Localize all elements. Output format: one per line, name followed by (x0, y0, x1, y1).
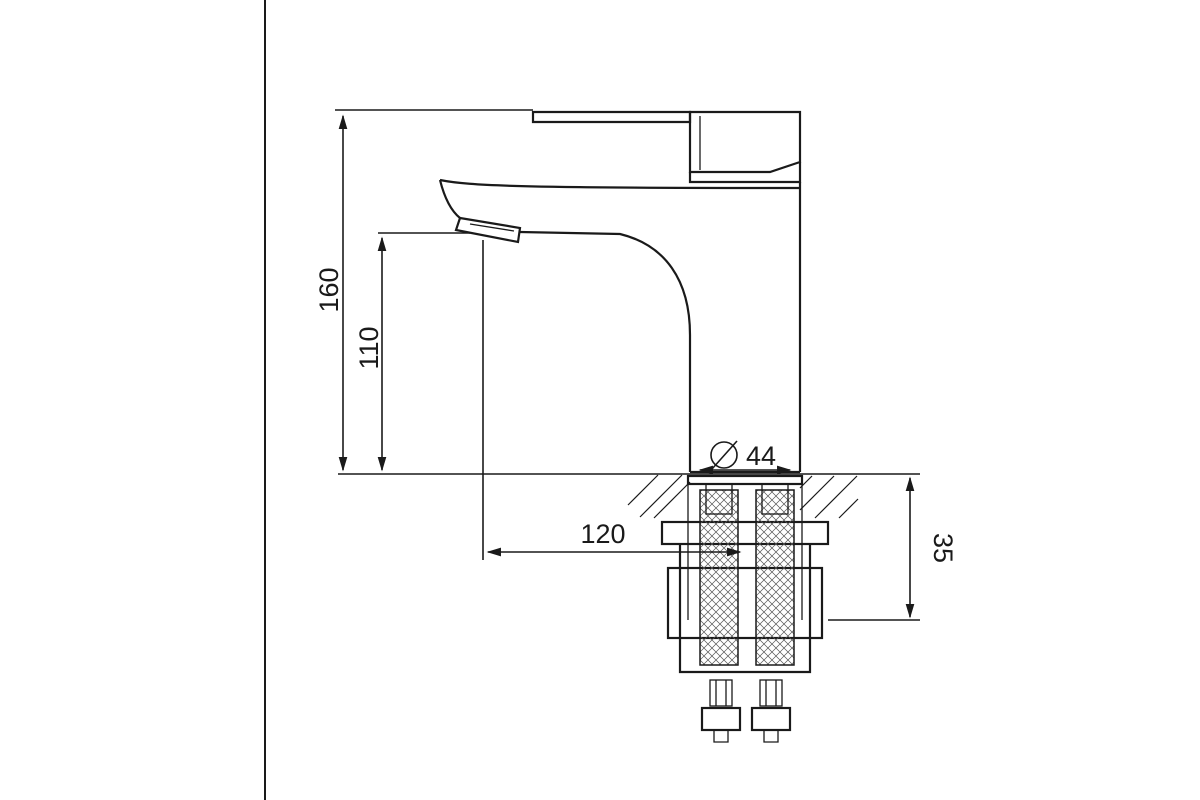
dimension-label-spout-reach: 120 (580, 519, 625, 549)
dimension-mounting-depth: 35 (828, 476, 958, 621)
mounting-assembly (660, 474, 830, 743)
dimension-label-base-diameter: 44 (746, 441, 776, 471)
dimension-spout-height: 110 (354, 232, 470, 472)
diameter-symbol-icon (710, 441, 738, 469)
dimension-label-spout-height: 110 (354, 326, 384, 369)
faucet-body (438, 110, 802, 472)
dimension-base-diameter: 44 (698, 440, 792, 475)
countertop (338, 470, 920, 519)
dimension-spout-reach: 120 (482, 240, 742, 560)
hose-fitting-left (700, 679, 742, 743)
dimension-total-height: 160 (314, 109, 533, 472)
dimension-label-total-height: 160 (314, 267, 344, 312)
dimension-label-mounting-depth: 35 (928, 533, 958, 563)
hose-fitting-right (750, 679, 792, 743)
